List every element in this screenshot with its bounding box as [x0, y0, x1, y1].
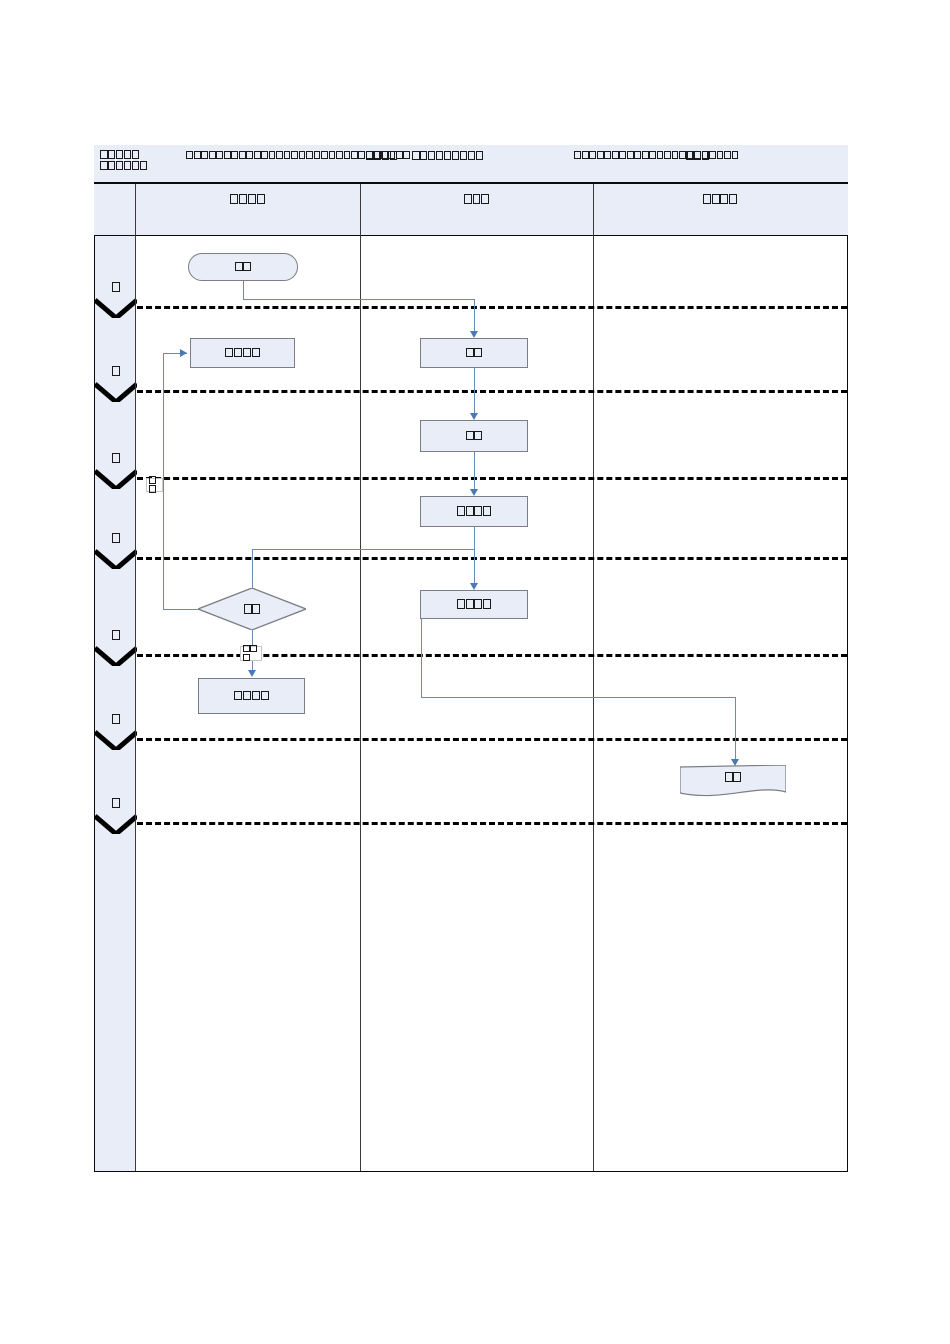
- lane-header-row: [94, 184, 848, 236]
- node-check: [420, 496, 528, 527]
- title-left-line2: [100, 161, 148, 171]
- step-chevron-3: [95, 463, 137, 489]
- conn-approve-right: [421, 697, 735, 699]
- node-label-archive: [234, 690, 269, 702]
- node-review: [420, 420, 528, 452]
- step-number-7: [95, 798, 137, 809]
- node-label-approve: [456, 599, 492, 610]
- title-run-5: [686, 151, 710, 161]
- label-yes: [240, 644, 262, 663]
- step-number-1: [95, 282, 137, 293]
- conn-review-check: [474, 452, 476, 489]
- lane-header-2: [360, 184, 593, 236]
- title-run-2: [366, 151, 398, 161]
- step-number-2: [95, 366, 137, 377]
- lane-header-title-3: [702, 194, 729, 205]
- step-chevron-6: [95, 724, 137, 750]
- conn-decision-revise-h: [163, 609, 198, 611]
- step-number-5: [95, 630, 137, 641]
- phase-divider-1: [137, 306, 847, 309]
- node-label-start: [234, 261, 252, 273]
- step-chevron-7: [95, 808, 137, 834]
- conn-approve-down: [421, 619, 423, 697]
- conn-to-submit: [474, 299, 476, 331]
- lane-header-title-1: [230, 194, 256, 205]
- node-archive: [198, 678, 305, 714]
- step-number-3: [95, 453, 137, 464]
- title-run-4: [574, 151, 739, 160]
- conn-start-down: [243, 281, 245, 299]
- arrowhead-check: [470, 489, 478, 496]
- node-label-submit: [465, 347, 483, 359]
- node-submit: [420, 338, 528, 368]
- label-yes-text: [243, 644, 259, 663]
- phase-divider-5: [137, 654, 847, 657]
- arrowhead-revise: [180, 349, 187, 357]
- lane-separator-2: [360, 184, 361, 1171]
- lane-header-title-2: [463, 194, 481, 205]
- node-label-review: [465, 430, 483, 442]
- arrowhead-approve: [470, 583, 478, 590]
- conn-start-right: [243, 299, 475, 301]
- lane-header-sub-2: [481, 194, 490, 205]
- conn-check-decision-h: [252, 549, 475, 551]
- node-decision: [196, 587, 308, 631]
- node-label-revise: [225, 347, 260, 359]
- title-left-line1: [100, 150, 140, 160]
- arrowhead-archive: [248, 670, 256, 677]
- step-chevron-4: [95, 543, 137, 569]
- node-start: [188, 253, 298, 281]
- title-band: [94, 145, 848, 184]
- step-number-6: [95, 714, 137, 725]
- phase-divider-3: [137, 477, 847, 480]
- phase-divider-2: [137, 390, 847, 393]
- lane-header-1: [135, 184, 360, 236]
- label-no: [146, 476, 163, 494]
- conn-check-approve: [474, 527, 476, 583]
- phase-divider-4: [137, 557, 847, 560]
- node-label-check: [456, 506, 492, 517]
- lane-separator-1: [135, 184, 136, 1171]
- lane-header-sub-3: [729, 194, 738, 205]
- step-chevron-2: [95, 376, 137, 402]
- phase-divider-7: [137, 822, 847, 825]
- arrowhead-review: [470, 413, 478, 420]
- step-chevron-1: [95, 292, 137, 318]
- node-label-doc-output: [680, 765, 786, 789]
- conn-check-decision-v: [252, 549, 254, 588]
- arrowhead-submit: [470, 331, 478, 338]
- node-doc-output: [679, 764, 787, 798]
- node-label-decision: [198, 588, 306, 630]
- diagram-frame: [94, 145, 848, 1172]
- conn-submit-review: [474, 368, 476, 413]
- phase-divider-6: [137, 738, 847, 741]
- node-approve: [420, 590, 528, 619]
- title-run-3: [412, 151, 483, 161]
- arrowhead-doc: [731, 759, 739, 766]
- lane-header-3: [593, 184, 847, 236]
- step-number-4: [95, 533, 137, 544]
- conn-revise-in: [163, 353, 187, 355]
- label-no-text: [149, 476, 160, 494]
- node-revise: [190, 338, 295, 368]
- step-chevron-5: [95, 640, 137, 666]
- lane-header-sub-1: [256, 194, 265, 205]
- lane-separator-3: [593, 184, 594, 1171]
- conn-decision-revise-v: [163, 353, 165, 609]
- conn-doc-down: [735, 697, 737, 759]
